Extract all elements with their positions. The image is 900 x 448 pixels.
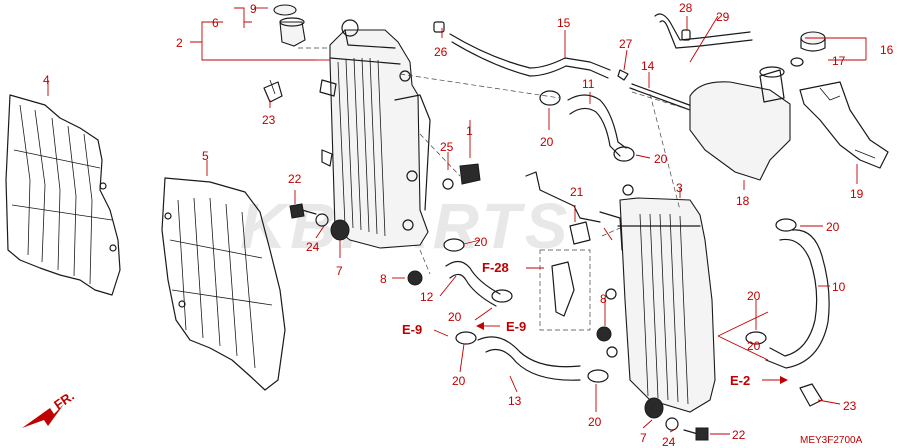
callout-7b: 7 [640,431,647,445]
part-radiator-cap [273,4,297,16]
part-28-clip [681,29,691,41]
callout-13: 13 [508,394,522,408]
part-20-clamp-upper-a [539,90,561,106]
diagram-reference-code: MEY3F2700A [800,435,863,446]
part-20-clamp-a [443,238,465,252]
part-radiator-shroud-left [5,94,121,296]
part-upper-hose [567,94,627,157]
reference-arrows [433,267,788,384]
part-radiator-right [599,184,716,413]
part-filler-neck [279,17,306,47]
part-20-clamp-d [587,369,609,383]
part-radiator-left [319,19,431,249]
callout-16: 16 [880,43,894,57]
callout-14: 14 [641,59,655,73]
callout-18: 18 [736,194,750,208]
part-reserve-tank [689,66,791,181]
part-24-collar-right [665,417,679,431]
callout-12: 12 [420,290,434,304]
callout-10: 10 [832,280,846,294]
part-20-clamp-c [455,331,477,345]
callout-4: 4 [43,73,50,87]
callout-22b: 22 [732,428,746,442]
part-20-clamp-upper-b [613,146,635,162]
callout-27: 27 [619,37,633,51]
callout-29: 29 [716,10,730,24]
callout-24a: 24 [306,240,320,254]
callout-5: 5 [202,149,209,163]
part-13-lower-hose [477,336,581,381]
part-7-grommet-right [644,397,664,419]
part-12-hose [445,260,501,307]
section-references: F-28 E-9 E-9 E-2 [402,260,750,388]
callout-8b: 8 [600,292,607,306]
callout-7a: 7 [336,264,343,278]
callout-25: 25 [440,140,454,154]
part-14-pin [629,83,693,111]
part-radiator-grille [161,177,286,391]
callout-numbers: 1 2 3 4 5 6 7 7 8 8 9 10 11 12 13 14 15 … [43,1,894,448]
part-24-collar-left [315,213,329,227]
part-1-temperature-sensor [459,163,481,185]
callout-3: 3 [676,181,683,195]
callout-2: 2 [176,36,183,50]
front-direction-label: FR. [51,388,77,412]
part-20-clamp-e [745,331,767,345]
callout-17: 17 [832,54,846,68]
callout-20f: 20 [588,415,602,429]
part-23-clip-left [263,79,283,103]
front-direction-arrow: FR. [22,388,77,428]
part-20-clamp-b [491,289,513,303]
inset-f28 [539,249,591,331]
callout-15: 15 [557,16,571,30]
callout-20h: 20 [747,289,761,303]
part-20-clamp-f [775,218,797,232]
ref-e2[interactable]: E-2 [730,373,750,388]
callout-22a: 22 [288,172,302,186]
callout-20g: 20 [826,220,840,234]
part-29-breather [654,13,753,49]
part-22-bolt-left [289,203,317,219]
callout-20a: 20 [540,135,554,149]
assembly-lines [298,47,691,275]
ref-e9-right[interactable]: E-9 [506,319,526,334]
part-27-bolt [617,69,629,81]
callout-1: 1 [466,124,473,138]
part-overflow-tube [449,33,611,79]
callout-20e: 20 [452,374,466,388]
callout-28: 28 [679,1,693,15]
callout-8a: 8 [380,272,387,286]
callout-6: 6 [212,16,219,30]
part-7-grommet-left [330,219,350,241]
part-23-clip-right [799,383,823,407]
callout-19: 19 [850,187,864,201]
callout-21: 21 [570,185,584,199]
part-26-clip [433,21,445,33]
callout-20c: 20 [474,235,488,249]
callout-20d: 20 [448,310,462,324]
callout-26: 26 [434,45,448,59]
ref-f28[interactable]: F-28 [482,260,509,275]
callout-20i: 20 [747,339,761,353]
part-17-washer [790,57,804,67]
part-tank-cap [800,31,826,52]
part-25-grommet [442,178,454,190]
leader-lines [47,7,867,435]
part-8-grommet-left [407,270,423,286]
callout-23a: 23 [262,113,276,127]
part-21-bracket [525,171,601,245]
part-tank-bracket [799,81,889,169]
callout-11: 11 [582,77,595,91]
callout-20b: 20 [654,152,668,166]
part-8-grommet-right [596,326,612,342]
part-22-bolt-right [683,427,709,441]
callout-9: 9 [250,2,257,16]
callout-24b: 24 [662,435,676,448]
ref-e9-left[interactable]: E-9 [402,322,422,337]
callout-23b: 23 [843,399,857,413]
part-10-hose [765,229,830,369]
